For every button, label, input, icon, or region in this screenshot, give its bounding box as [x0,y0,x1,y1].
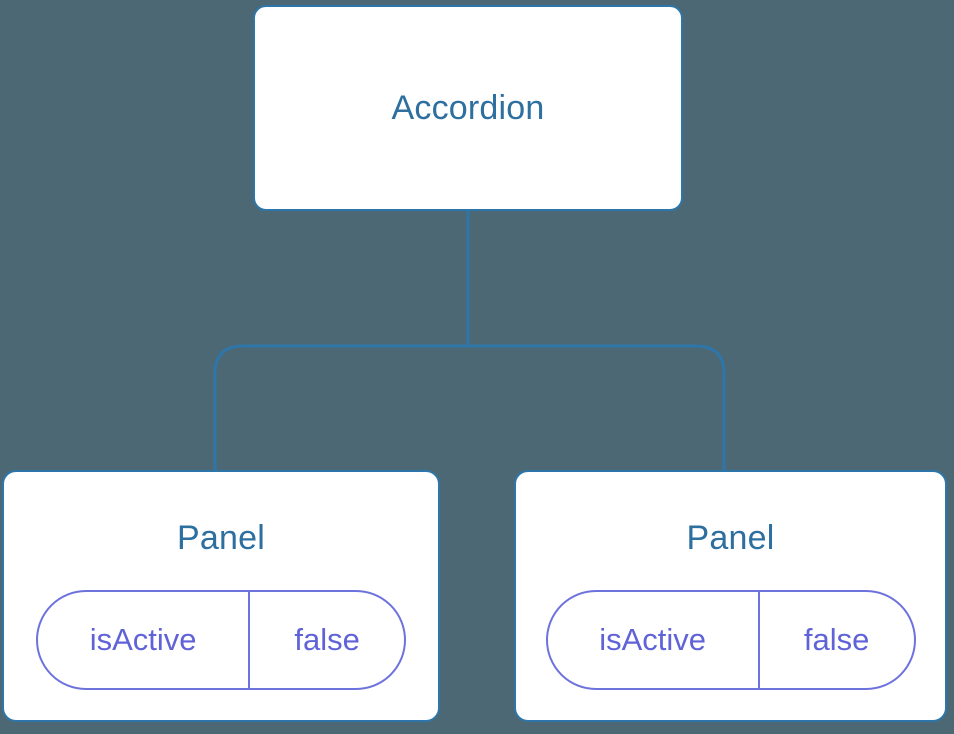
panel-node-label: Panel [177,519,265,557]
prop-badge: isActive false [545,590,916,690]
prop-name: isActive [548,592,760,688]
panel-node-right: Panel isActive false [514,470,947,722]
connector-bracket [213,344,726,471]
prop-value: false [294,622,360,657]
prop-name: isActive [38,592,251,688]
accordion-node-label: Accordion [391,88,545,127]
panel-node-left: Panel isActive false [2,470,440,722]
panel-node-label: Panel [686,519,775,557]
prop-badge: isActive false [36,590,406,690]
prop-value: false [803,622,870,657]
accordion-node: Accordion [253,5,683,211]
